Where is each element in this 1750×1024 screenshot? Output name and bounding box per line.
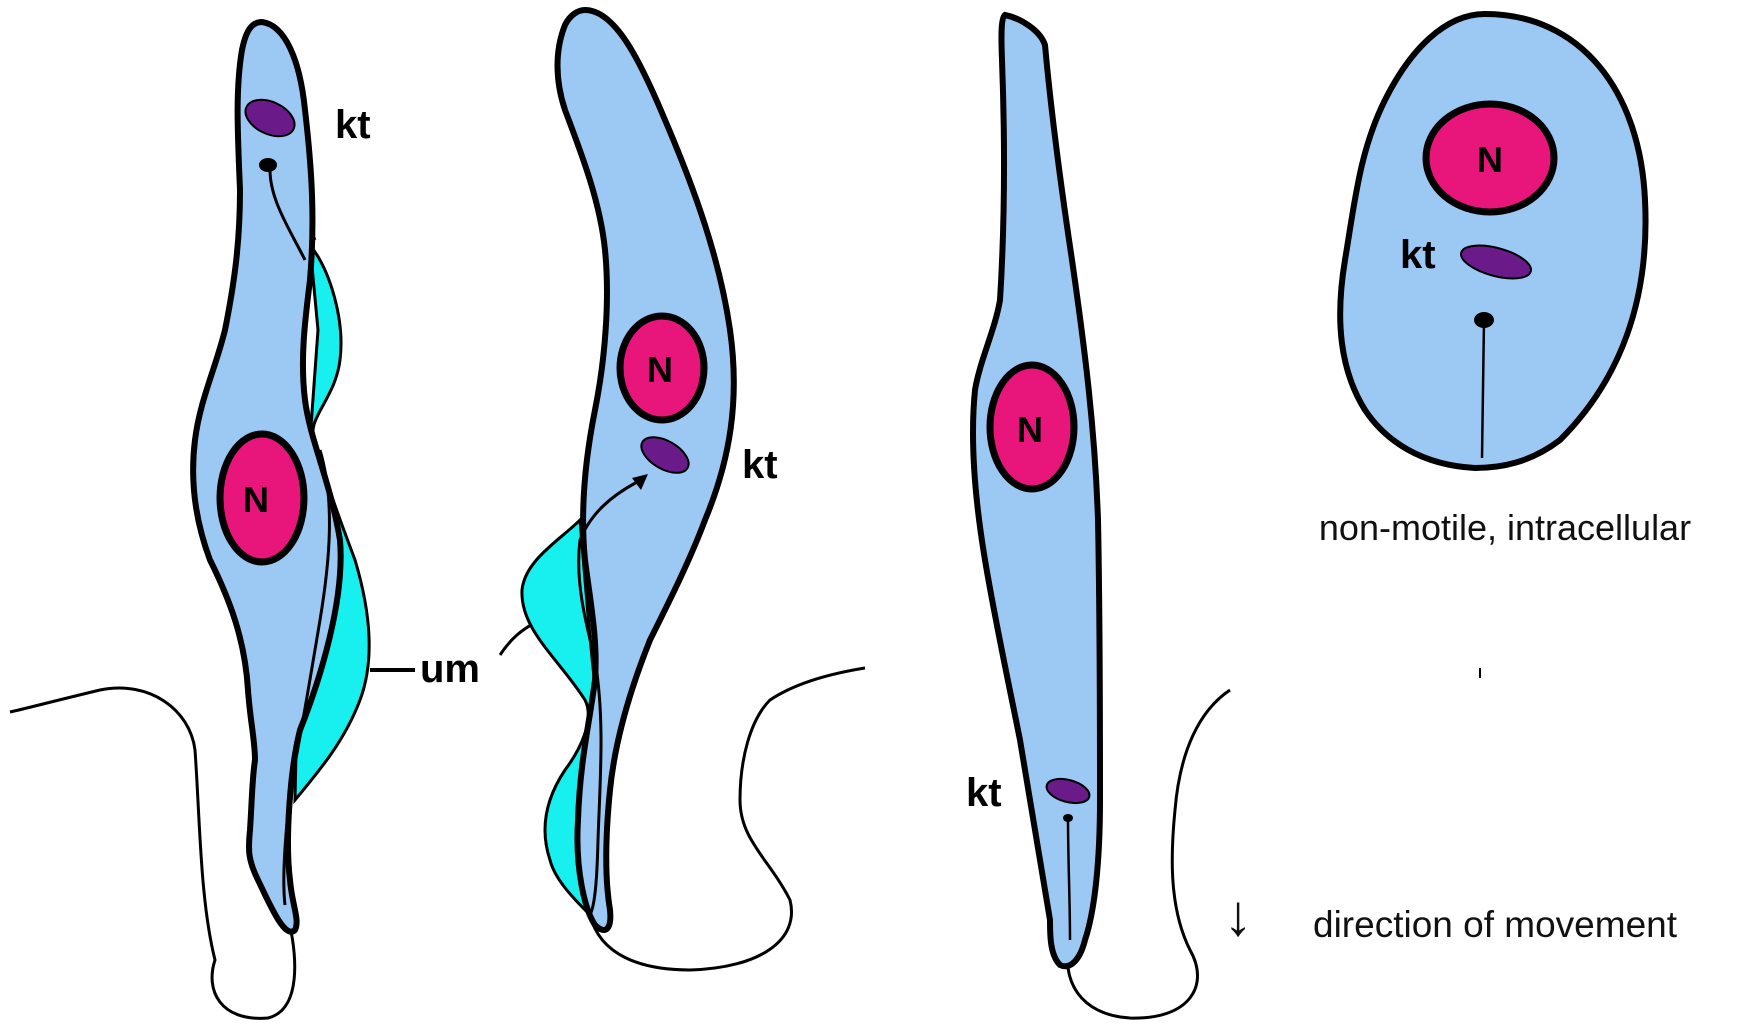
cell-4-amastigote: N kt non-motile, intracellular <box>1319 14 1691 548</box>
cell-2-body <box>558 10 734 930</box>
cell-2-epimastigote: N kt <box>522 10 865 970</box>
cell-3-promastigote: N kt <box>966 15 1230 1018</box>
cell-2-nucleus-label: N <box>647 349 673 390</box>
amastigote-caption: non-motile, intracellular <box>1319 507 1691 548</box>
cell-1-nucleus-label: N <box>243 479 269 520</box>
cell-4-kinetoplast-label: kt <box>1400 233 1436 277</box>
cell-2-flagellum <box>590 668 865 970</box>
cell-1-trypomastigote: N kt <box>10 22 371 1018</box>
movement-caption: direction of movement <box>1313 904 1678 945</box>
cell-3-nucleus-label: N <box>1017 409 1043 450</box>
um-label: um <box>420 647 480 691</box>
down-arrow-icon: ↓ <box>1224 883 1253 948</box>
um-pointer: um <box>370 620 540 691</box>
cell-3-kinetoplast-label: kt <box>966 771 1002 815</box>
cell-1-kinetoplast-label: kt <box>335 103 371 147</box>
cell-1-basal-body <box>259 158 277 172</box>
cell-2-kinetoplast-label: kt <box>742 443 778 487</box>
cell-4-body <box>1340 14 1645 468</box>
cell-3-basal-body <box>1063 814 1073 822</box>
cell-4-nucleus-label: N <box>1477 139 1503 180</box>
movement-legend: ↓ direction of movement <box>1224 883 1678 948</box>
